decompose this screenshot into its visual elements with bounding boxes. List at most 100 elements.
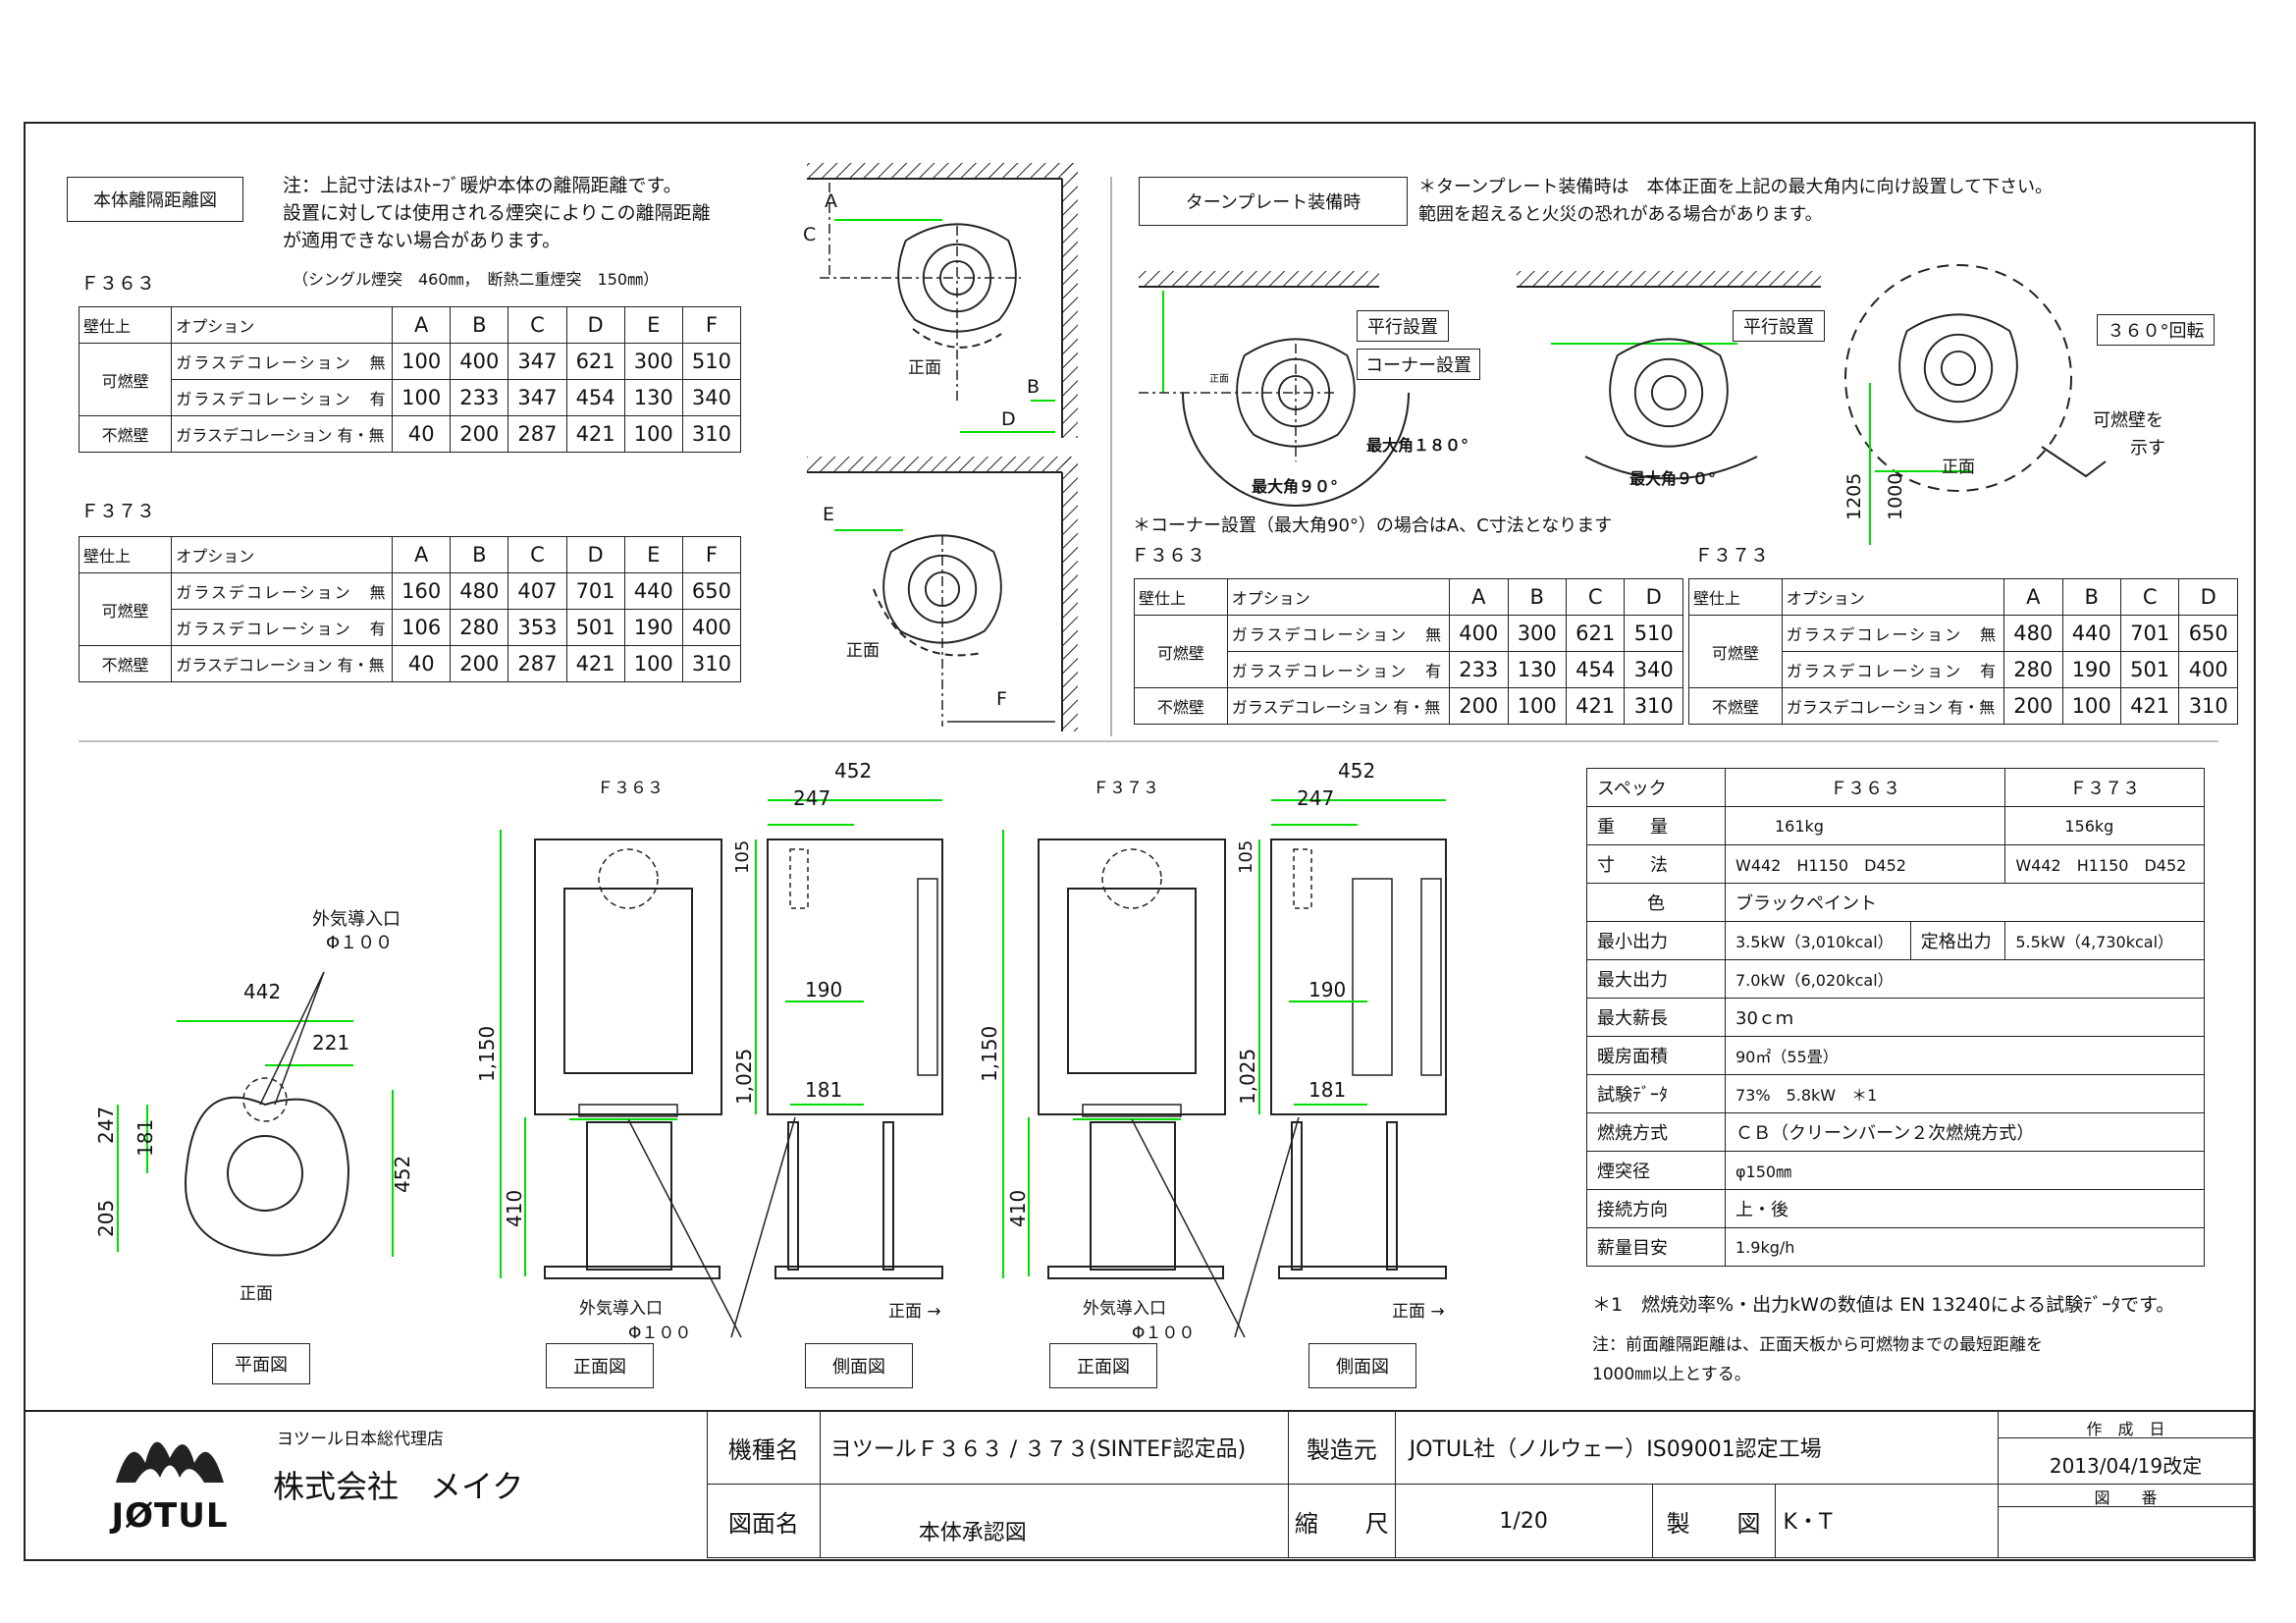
table-row: 色 ブラックペイント [1586,883,2205,922]
table-header: C [507,536,567,573]
dim-label-D: D [1001,408,1016,430]
dim-105: 105 [732,839,753,874]
table-header: B [2061,578,2121,616]
table-row: 最大薪長 30ｃｍ [1586,998,2205,1037]
side-view-box: 側面図 [805,1343,913,1388]
clearance-diagram-corner [807,163,1078,438]
table-cell: 353 [507,609,567,646]
table-cell: 233 [450,379,509,416]
table-header-row: 壁仕上 オプション A B C D [1134,578,1683,616]
tb-value: JOTUL社（ノルウェー）IS09001認定工場 [1394,1410,1999,1485]
company-name: 株式会社 メイク [273,1468,524,1505]
table-row: 試験ﾃﾞｰﾀ 73% 5.8kW ＊1 [1586,1074,2205,1113]
table-row: 煙突径 φ150㎜ [1586,1151,2205,1190]
table-cell: 454 [1565,651,1626,688]
table-cell: 200 [2003,687,2063,725]
table-row: 機種名 ヨツールＦ３６３ / ３７３(SINTEF認定品) 製造元 JOTUL社… [707,1410,2255,1485]
table-header: F [681,536,742,573]
table-cell-wall: 不燃壁 [78,415,173,453]
table-header: オプション [1781,578,2005,616]
table-cell: 310 [1624,687,1683,725]
dim-247: 247 [94,1106,118,1144]
front-label: 正面 [1942,458,1975,477]
elev-phi-label: Φ１００ [628,1324,692,1343]
rotation-360-box: ３６０°回転 [2097,314,2215,346]
table-cell: 347 [507,379,567,416]
table-header: 壁仕上 [1134,578,1228,616]
table-header: B [450,306,509,344]
table-cell: 347 [507,343,567,380]
spec-label: 寸 法 [1586,844,1726,884]
table-cell: 701 [2119,615,2180,652]
clearance-note-line-1: 注：上記寸法はｽﾄｰﾌﾞ暖炉本体の離隔距離です。 [283,175,682,196]
dim-221: 221 [312,1031,350,1055]
table-cell: 106 [392,609,452,646]
table-header: 壁仕上 [78,536,173,573]
elev-phi-label: Φ１００ [1132,1324,1196,1343]
tb-label: 図 番 [1998,1485,2253,1507]
dim-1025: 1,025 [732,1048,756,1105]
max-angle-90: 最大角９０° [1252,477,1339,496]
table-cell: 40 [392,645,452,682]
tb-label: 機種名 [707,1410,821,1485]
table-cell: 340 [1624,651,1683,688]
spec-table: スペック Ｆ３６３ Ｆ３７３ 重 量 161kg 156kg 寸 法 W442 … [1586,768,2205,1267]
table-header: C [2119,578,2180,616]
spec-value: φ150㎜ [1725,1151,2205,1190]
table-cell-option: ガラスデコレーション 有・無 [171,645,394,682]
dim-1025: 1,025 [1236,1048,1259,1105]
dim-1150: 1,150 [978,1025,1001,1082]
table-header-row: 壁仕上 オプション A B C D E F [78,536,742,573]
dim-442: 442 [243,980,282,1003]
table-cell: 400 [450,343,509,380]
table-row: 可燃壁 ガラスデコレーション 無 480 440 701 650 [1688,615,2238,688]
elevation-f373-front [1002,830,1246,1338]
spec-label: 煙突径 [1586,1151,1726,1190]
table-cell-option: ガラスデコレーション 有 [171,379,394,416]
table-header: 壁仕上 [78,306,173,344]
table-cell: 454 [565,379,625,416]
turnplate-table-f363: 壁仕上 オプション A B C D 可燃壁 ガラスデコレーション 無 400 3… [1134,578,1683,725]
table-cell-option: ガラスデコレーション 無 [171,343,394,380]
tb-label: 製造元 [1288,1410,1396,1485]
dim-190: 190 [1308,978,1347,1001]
spec-value: W442 H1150 D452 [1724,844,2006,884]
dim-1205: 1205 [1843,472,1865,520]
spec-label: 試験ﾃﾞｰﾀ [1586,1074,1726,1113]
table-cell: 501 [2119,651,2180,688]
tb-value: 1/20 [1394,1484,1653,1558]
tb-value: ヨツールＦ３６３ / ３７３(SINTEF認定品) [819,1410,1290,1485]
dim-105: 105 [1236,839,1256,874]
elev-model-f373: Ｆ３７３ [1093,779,1159,798]
dim-452: 452 [834,759,873,783]
table-cell: 287 [507,415,567,453]
turnplate-note-line-1: ＊ターンプレート装備時は 本体正面を上記の最大角内に向け設置して下さい。 [1418,177,2054,197]
elevation-f363-front [500,830,742,1338]
table-cell: 190 [2061,651,2121,688]
spec-label: 薪量目安 [1586,1227,1726,1267]
tb-value: 本体承認図 [819,1484,1290,1558]
title-block-table: 機種名 ヨツールＦ３６３ / ３７３(SINTEF認定品) 製造元 JOTUL社… [707,1410,2255,1558]
spec-value: ＣＢ（クリーンバーン２次燃焼方式） [1725,1112,2205,1152]
table-header: 壁仕上 [1688,578,1783,616]
dim-label-B: B [1027,376,1041,398]
turnplate-f373-model: Ｆ３７３ [1694,545,1770,567]
front-label: 正面 [846,641,880,661]
drawing-frame [24,122,2256,1561]
dim-190: 190 [805,978,843,1001]
tb-value: 2013/04/19改定 [2049,1454,2203,1478]
table-header: F [681,306,742,344]
dim-452: 452 [1338,759,1376,783]
table-header: A [392,536,452,573]
spec-label: 重 量 [1586,806,1726,845]
front-label: 正面 [908,358,941,378]
elev-model-f363: Ｆ３６３ [597,779,664,798]
clearance-f373-model: Ｆ３７３ [80,501,156,522]
table-row: 不燃壁 ガラスデコレーション 有・無 200 100 421 310 [1688,687,2238,725]
show-label: 示す [2130,438,2165,459]
table-row: 最小出力 3.5kW（3,010kcal） 定格出力 5.5kW（4,730kc… [1586,921,2205,960]
table-header: A [1449,578,1509,616]
table-header-row: スペック Ｆ３６３ Ｆ３７３ [1586,768,2205,807]
table-cell-wall: 不燃壁 [78,645,173,682]
table-cell: 200 [1449,687,1509,725]
